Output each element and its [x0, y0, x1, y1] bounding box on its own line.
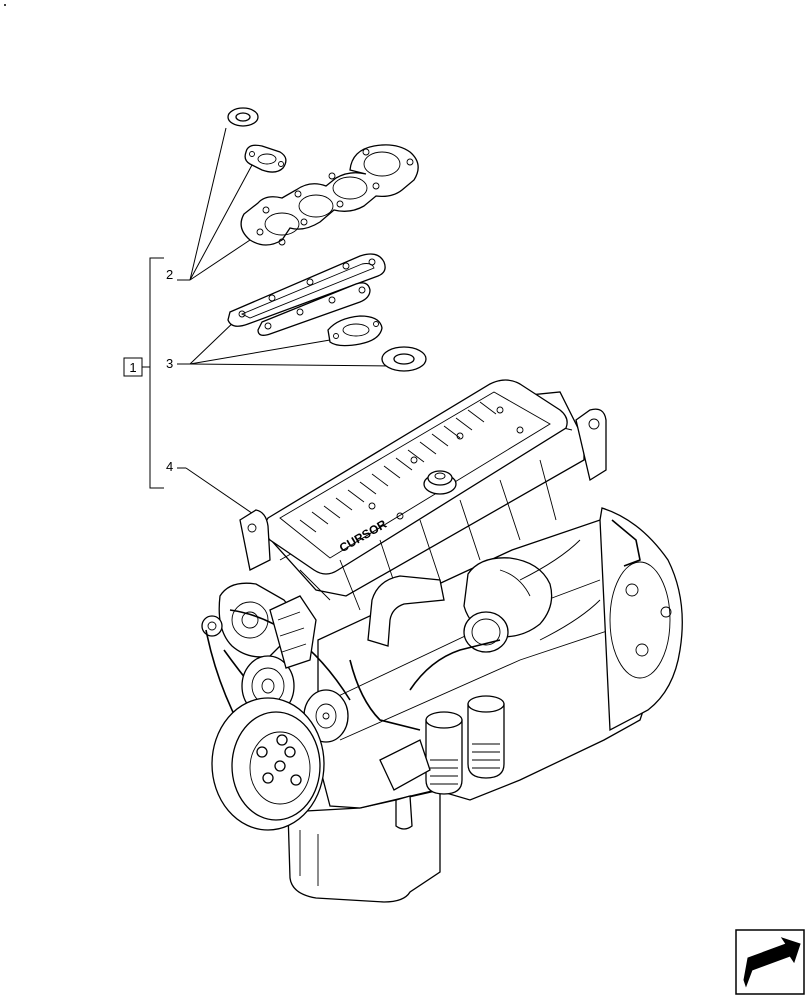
group-bracket: [142, 257, 164, 489]
engine-assembly[interactable]: CURSOR: [201, 379, 683, 903]
callout-4[interactable]: 4: [166, 459, 263, 521]
head-bolts: [368, 406, 524, 520]
callout-1-label: 1: [129, 360, 136, 375]
callout-3-label: 3: [166, 356, 173, 371]
callout-1-box[interactable]: 1: [123, 357, 143, 377]
callout-2[interactable]: 2: [166, 127, 263, 282]
turbocharger[interactable]: [463, 557, 553, 653]
callout-4-label: 4: [166, 459, 173, 474]
corner-mark: [4, 4, 6, 6]
upper-small-gasket[interactable]: [244, 144, 287, 173]
next-page-arrow-icon[interactable]: [735, 929, 805, 995]
fuel-filter-left[interactable]: [425, 711, 463, 795]
upper-washer[interactable]: [227, 107, 259, 127]
valve-cover-ribs: [299, 401, 497, 533]
callout-2-label: 2: [166, 267, 173, 282]
intake-manifold-gasket[interactable]: [227, 253, 386, 327]
lower-small-gasket[interactable]: [327, 315, 383, 347]
crankshaft-pulley[interactable]: [211, 697, 325, 831]
alternator[interactable]: [201, 582, 293, 658]
oil-filler-cap[interactable]: [423, 470, 457, 495]
callout-3[interactable]: 3: [166, 317, 391, 371]
exhaust-manifold-gasket[interactable]: [240, 144, 419, 246]
fuel-filter-right[interactable]: [467, 695, 505, 779]
lower-washer[interactable]: [381, 346, 427, 372]
lower-strip-gasket[interactable]: [257, 282, 371, 336]
